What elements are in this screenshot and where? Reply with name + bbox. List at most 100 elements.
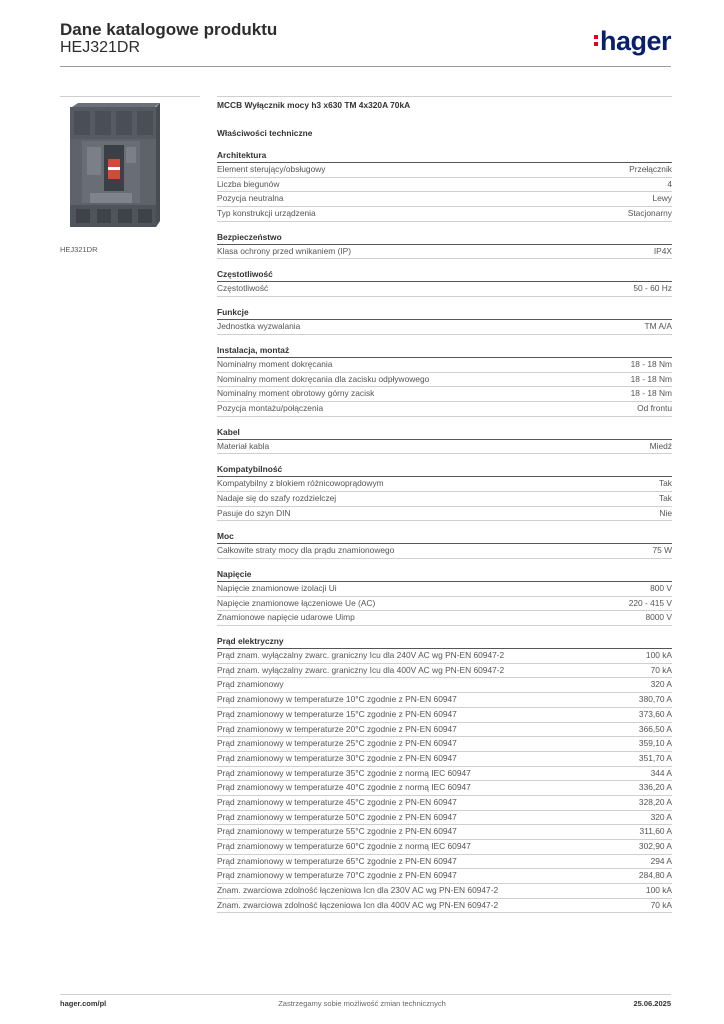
spec-value: Przełącznik [629,164,672,174]
page-title: Dane katalogowe produktu [60,20,278,39]
spec-label: Nadaje się do szafy rozdzielczej [217,492,337,503]
spec-value: 302,90 A [638,841,672,851]
section-gap [217,297,672,307]
spec-label: Częstotliwość [217,283,269,294]
spec-value: Nie [659,507,672,518]
spec-label: Pozycja neutralna [217,193,284,204]
footer-date: 25.06.2025 [633,999,671,1008]
spec-label: Znam. zwarciowa zdolność łączeniowa Icn … [217,885,499,896]
spec-value: 373,60 A [638,708,672,719]
section-title: Instalacja, montaż [217,345,672,358]
spec-value: 4 [667,178,672,189]
spec-label: Typ konstrukcji urządzenia [217,208,316,219]
logo-text: hager [599,26,672,56]
footer-website: hager.com/pl [60,999,107,1008]
spec-value: 8000 V [645,612,672,623]
section-gap [217,454,672,464]
spec-row: Jednostka wyzwalania TM A/A [217,320,672,335]
spec-label: Nominalny moment dokręcania [217,358,333,369]
spec-value: TM A/A [644,321,672,332]
spec-label: Jednostka wyzwalania [217,321,301,332]
spec-row: Znam. zwarciowa zdolność łączeniowa Icn … [217,884,672,899]
spec-row: Liczba biegunów 4 [217,178,672,193]
section-gap [217,222,672,232]
spec-row: Element sterujący/obsługowy Przełącznik [217,163,672,178]
spec-row: Nominalny moment obrotowy górny zacisk 18… [217,387,672,402]
spec-row: Prąd znamionowy w temperaturze 50°C zgod… [217,811,672,826]
spec-value: 344 A [650,767,672,778]
spec-label: Napięcie znamionowe izolacji Ui [217,583,337,593]
section-gap [217,259,672,269]
breaker-icon [70,103,160,227]
spec-value: Lewy [652,193,672,204]
spec-label: Prąd znamionowy w temperaturze 15°C zgod… [217,708,457,719]
spec-value: 220 - 415 V [628,597,672,608]
spec-row: Prąd znamionowy 320 A [217,678,672,694]
spec-row: Prąd znamionowy w temperaturze 65°C zgod… [217,855,672,870]
spec-value: 380,70 A [638,694,672,705]
spec-row: Prąd znamionowy w temperaturze 35°C zgod… [217,767,672,782]
section-title: Architektura [217,150,672,163]
spec-row: Prąd znamionowy w temperaturze 25°C zgod… [217,737,672,752]
spec-label: Pozycja montażu/połączenia [217,402,324,413]
spec-label: Prąd znamionowy w temperaturze 25°C zgod… [217,738,457,749]
product-image [60,96,200,237]
section-title: Kompatybilność [217,464,672,478]
spec-row: Prąd znam. wyłączalny zwarc. graniczny I… [217,664,672,679]
spec-label: Liczba biegunów [217,178,280,189]
spec-value: 320 A [650,811,672,822]
spec-value: 336,20 A [638,782,672,793]
spec-value: 359,10 A [638,738,672,749]
spec-value: 328,20 A [638,796,672,807]
spec-label: Prąd znamionowy w temperaturze 45°C zgod… [217,796,457,807]
spec-value: IP4X [653,245,672,256]
spec-row: Prąd znamionowy w temperaturze 20°C zgod… [217,723,672,738]
section-title: Bezpieczeństwo [217,232,672,245]
spec-row: Napięcie znamionowe łączeniowe Ue (AC)22… [217,597,672,612]
section-gap [217,521,672,531]
spec-value: 70 kA [650,899,672,910]
spec-label: Klasa ochrony przed wnikaniem (IP) [217,245,352,256]
spec-value: 100 kA [645,650,672,661]
spec-value: 366,50 A [638,723,672,734]
spec-label: Znam. zwarciowa zdolność łączeniowa Icn … [217,899,499,910]
spec-label: Nominalny moment dokręcania dla zacisku … [217,373,430,384]
spec-row: Nominalny moment dokręcania dla zacisku … [217,373,672,388]
spec-label: Prąd znam. wyłączalny zwarc. graniczny I… [217,650,505,661]
spec-row: Prąd znamionowy w temperaturze 40°C zgod… [217,781,672,796]
spec-value: 294 A [650,855,672,866]
spec-value: Tak [658,492,672,503]
brand-logo: hager [593,26,672,57]
spec-label: Całkowite straty mocy dla prądu znamiono… [217,545,395,556]
spec-value: 320 A [650,679,672,690]
spec-row: Znam. zwarciowa zdolność łączeniowa Icn … [217,899,672,914]
section-gap [217,417,672,427]
spec-label: Prąd znamionowy w temperaturze 40°C zgod… [217,782,471,793]
section-title: Funkcje [217,307,672,321]
spec-label: Nominalny moment obrotowy górny zacisk [217,388,375,399]
spec-label: Prąd znamionowy w temperaturze 30°C zgod… [217,752,457,763]
spec-row: Prąd znamionowy w temperaturze 70°C zgod… [217,869,672,885]
spec-value: 18 - 18 Nm [630,388,672,399]
spec-label: Prąd znamionowy [217,679,284,690]
spec-value: 75 W [652,545,672,556]
product-name: MCCB Wyłącznik mocy h3 x630 TM 4x320A 70… [217,100,411,110]
spec-row: Klasa ochrony przed wnikaniem (IP) IP4X [217,245,672,260]
section-gap [217,913,672,923]
spec-value: 70 kA [650,664,672,675]
spec-row: Prąd znamionowy w temperaturze 60°C zgod… [217,840,672,855]
spec-label: Element sterujący/obsługowy [217,164,326,174]
spec-label: Prąd znamionowy w temperaturze 35°C zgod… [217,767,471,778]
spec-label: Materiał kabla [217,440,270,451]
spec-row: Nadaje się do szafy rozdzielczej Tak [217,492,672,507]
spec-label: Prąd znamionowy w temperaturze 50°C zgod… [217,811,457,822]
